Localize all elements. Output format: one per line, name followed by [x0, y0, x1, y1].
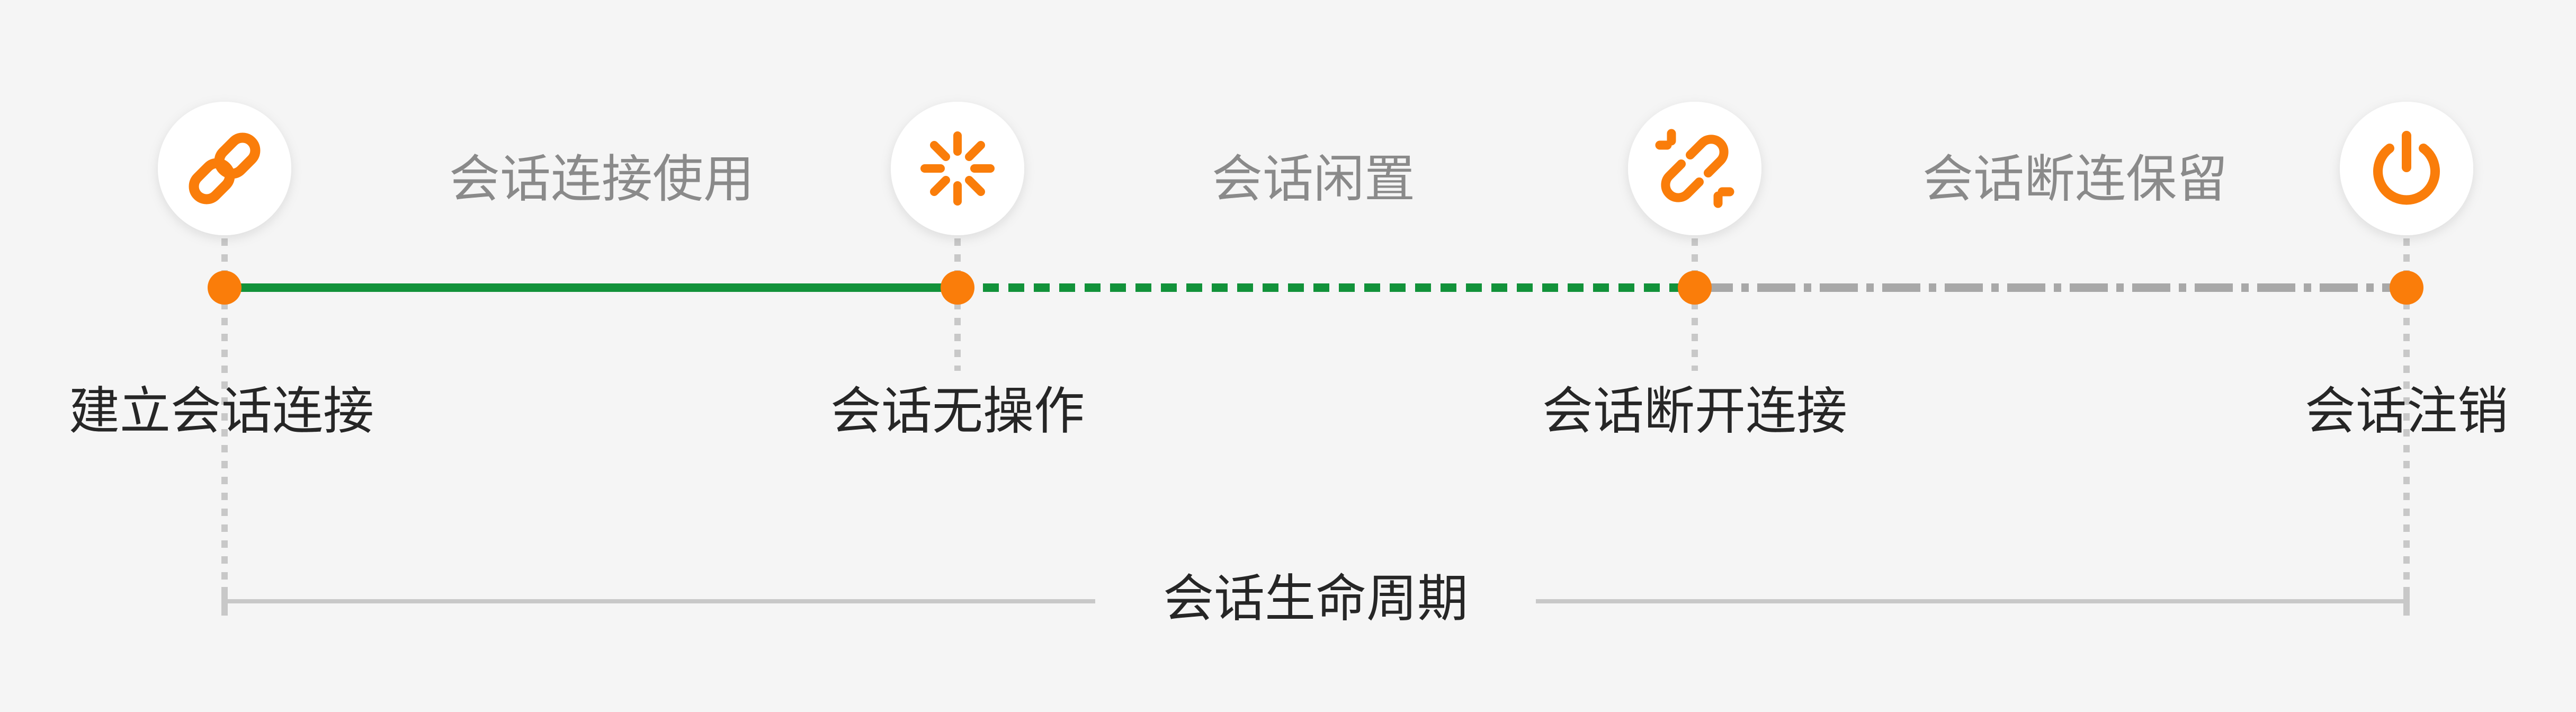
broken-link-icon [1655, 129, 1734, 208]
stage-label-idle: 会话闲置 [1212, 149, 1415, 209]
event-label-connect: 建立会话连接 [69, 381, 374, 441]
event-badge-2 [891, 102, 1024, 235]
event-badge-4 [2340, 102, 2473, 235]
link-icon [189, 132, 261, 204]
stage-label-disconnected: 会话断连保留 [1922, 149, 2228, 209]
timeline-node-1 [208, 271, 241, 305]
timeline-node-2 [941, 271, 974, 305]
timeline-nodes [208, 271, 2423, 305]
event-label-no-operation: 会话无操作 [830, 381, 1085, 441]
timeline-node-3 [1678, 271, 1712, 305]
event-badge-3 [1628, 102, 1761, 235]
stage-label-connected: 会话连接使用 [449, 149, 754, 209]
timeline-node-4 [2390, 271, 2423, 305]
lifecycle-bracket [221, 587, 2410, 616]
event-label-logout: 会话注销 [2305, 381, 2508, 441]
event-badge-1 [158, 102, 291, 235]
lifecycle-label: 会话生命周期 [1163, 569, 1468, 628]
power-icon [2373, 131, 2440, 205]
guide-lines [221, 238, 2410, 609]
event-label-disconnect: 会话断开连接 [1542, 381, 1847, 441]
loading-spinner-icon [920, 131, 995, 206]
